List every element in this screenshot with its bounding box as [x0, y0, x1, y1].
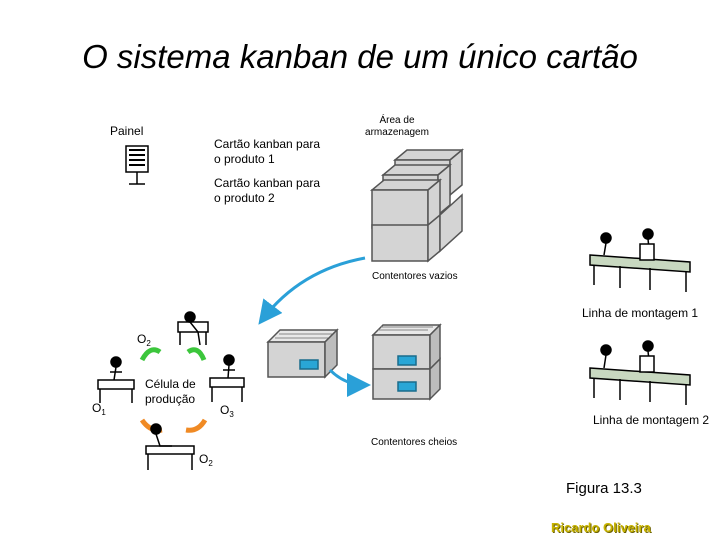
- author-name: Ricardo Oliveira: [551, 520, 651, 535]
- kanban-card-2-label: Cartão kanban para o produto 2: [214, 176, 321, 205]
- figure-caption: Figura 13.3: [566, 480, 642, 497]
- assembly-line-1: [589, 228, 691, 292]
- worker-cell-top: [177, 311, 209, 346]
- cell-output-container: [266, 328, 339, 379]
- arrow-storage-to-cell: [258, 256, 366, 325]
- empty-containers-label: Contentores vazios: [372, 271, 458, 282]
- worker-cell-bottom: [145, 423, 195, 470]
- assembly-line-2: [589, 340, 691, 405]
- empty-containers-stack: [369, 148, 465, 263]
- storage-area-label: Área de armazenagem: [365, 115, 429, 138]
- kanban-board-icon: [125, 145, 149, 185]
- arrow-cell-to-storage: [328, 368, 371, 397]
- operator-o2-top: O2: [137, 332, 151, 348]
- cell-arrow-top-right: [186, 347, 207, 362]
- worker-cell-left: [97, 356, 135, 403]
- operator-o1: O1: [92, 401, 106, 417]
- production-cell-label: Célula de produção: [145, 377, 196, 406]
- board-label: Painel: [110, 124, 144, 138]
- full-containers-stack: [371, 323, 442, 401]
- kanban-card-1-label: Cartão kanban para o produto 1: [214, 137, 321, 166]
- cell-arrow-bottom-right: [185, 418, 208, 433]
- page-title: O sistema kanban de um único cartão: [82, 38, 638, 75]
- assembly-line-1-label: Linha de montagem 1: [582, 306, 699, 320]
- full-containers-label: Contentores cheios: [371, 437, 458, 448]
- cell-arrow-top-left: [139, 347, 162, 362]
- worker-cell-right: [209, 354, 245, 402]
- operator-o2-bottom: O2: [199, 452, 213, 468]
- operator-o3: O3: [220, 403, 234, 419]
- assembly-line-2-label: Linha de montagem 2: [593, 413, 710, 427]
